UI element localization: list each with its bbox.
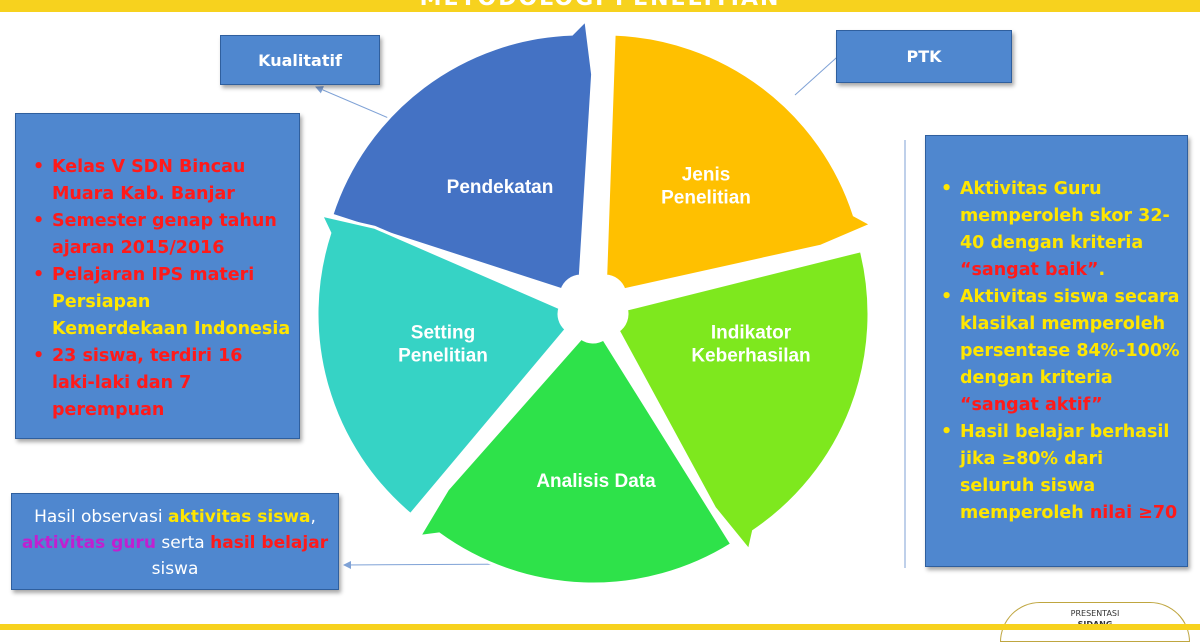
presentation-badge: PRESENTASI SIDANG: [1000, 602, 1190, 642]
setting-list: Kelas V SDN Bincau Muara Kab. Banjar Sem…: [26, 154, 291, 424]
indicator-details-box: Aktivitas Guru memperoleh skor 32-40 den…: [925, 135, 1188, 567]
cycle-segment-indikator: [616, 248, 871, 554]
list-item: Semester genap tahun ajaran 2015/2016: [26, 208, 291, 262]
ptk-label: PTK: [906, 47, 942, 66]
list-item: Pelajaran IPS materi Persiapan Kemerdeka…: [26, 262, 291, 343]
cycle-label-pendekatan: Pendekatan: [447, 177, 554, 198]
cycle-segment-analisis: [416, 336, 734, 586]
ptk-box: PTK: [836, 30, 1012, 83]
indicator-list: Aktivitas Guru memperoleh skor 32-40 den…: [934, 176, 1181, 527]
list-item: Kelas V SDN Bincau Muara Kab. Banjar: [26, 154, 291, 208]
list-item: Aktivitas siswa secara klasikal memperol…: [934, 284, 1181, 419]
cycle-segment-pendekatan: [329, 16, 595, 292]
kualitatif-label: Kualitatif: [258, 50, 342, 70]
cycle-label-analisis: Analisis Data: [536, 471, 656, 492]
cycle-segment-setting: [315, 212, 569, 517]
cycle-segment-jenis: [604, 32, 876, 292]
page-title: METODOLOGI PENELITIAN: [0, 0, 1200, 11]
analysis-details-box: Hasil observasi aktivitas siswa, aktivit…: [11, 493, 339, 590]
list-item: Hasil belajar berhasil jika ≥80% dari se…: [934, 419, 1181, 527]
footer-bar: [0, 624, 1200, 630]
list-item: Aktivitas Guru memperoleh skor 32-40 den…: [934, 176, 1181, 284]
list-item: 23 siswa, terdiri 16 laki-laki dan 7 per…: [26, 343, 291, 424]
setting-details-box: Kelas V SDN Bincau Muara Kab. Banjar Sem…: [15, 113, 300, 439]
kualitatif-box: Kualitatif: [220, 35, 380, 85]
header-bar: METODOLOGI PENELITIAN: [0, 0, 1200, 12]
